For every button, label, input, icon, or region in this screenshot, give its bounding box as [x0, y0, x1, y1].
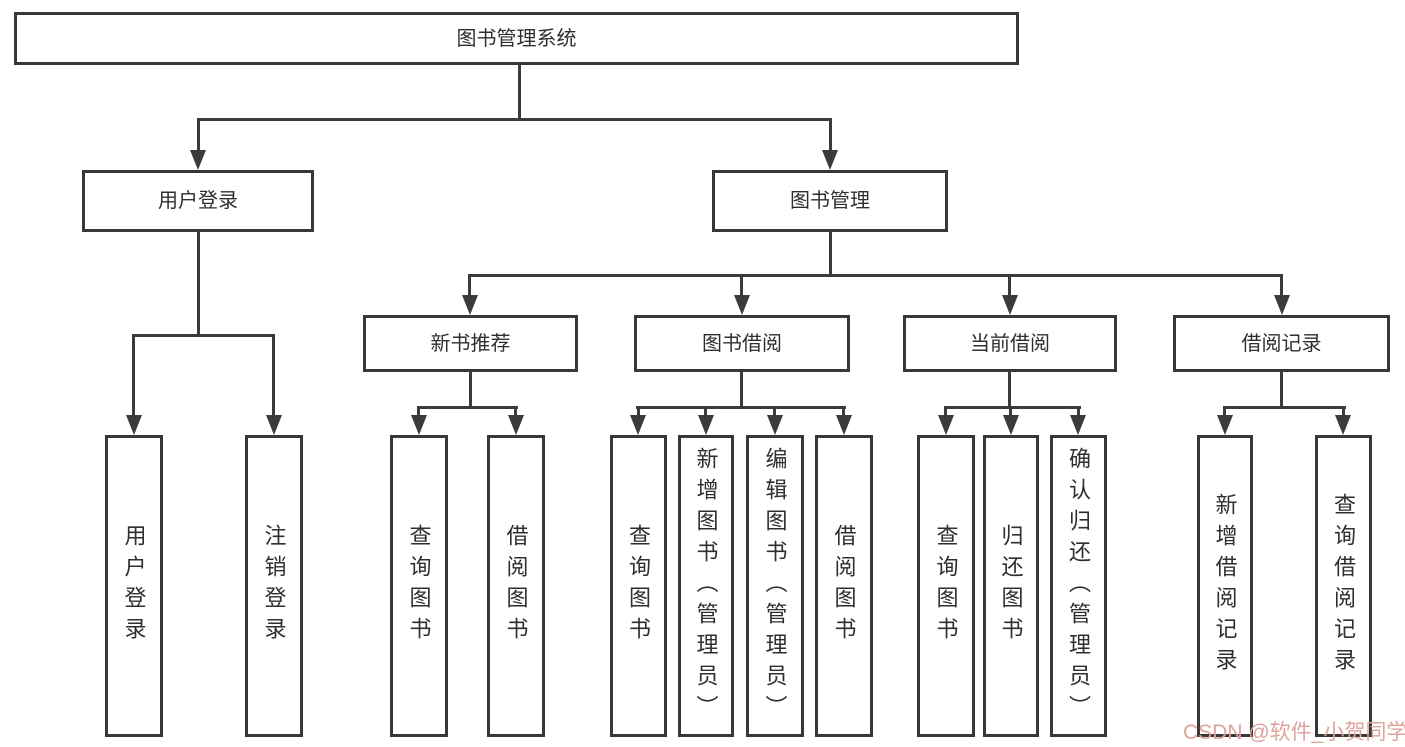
arrowhead-bb-add-books	[698, 415, 714, 435]
arrowhead-book-borrow	[734, 295, 750, 315]
arrowhead-current-borrow	[1002, 295, 1018, 315]
arrowhead-cb-return-books	[1003, 415, 1019, 435]
leaf-user-login-label: 用户登录	[121, 524, 147, 648]
leaf-bb-edit-books-admin: 编辑图书（管理员）	[746, 435, 804, 737]
leaf-nb-borrow-books-label: 借阅图书	[503, 524, 529, 648]
edge-newbook-drop-2	[514, 406, 517, 418]
leaf-br-add-record-label: 新增借阅记录	[1212, 493, 1238, 679]
arrowhead-cb-confirm-return	[1070, 415, 1086, 435]
edge-borrowrecord-bar	[1223, 406, 1346, 409]
edge-newbook-stem	[469, 372, 472, 409]
edge-bookborrow-drop-1	[637, 406, 640, 418]
edge-borrowrecord-stem	[1280, 372, 1283, 409]
node-new-book-recommend-label: 新书推荐	[430, 332, 511, 355]
node-book-mgmt-label: 图书管理	[790, 190, 870, 212]
edge-root-stem	[518, 65, 521, 121]
edge-root-bar	[197, 118, 832, 121]
arrowhead-bb-edit-books	[767, 415, 783, 435]
node-root: 图书管理系统	[14, 12, 1019, 65]
node-borrow-record-label: 借阅记录	[1241, 332, 1322, 355]
edge-userlogin-stem	[197, 232, 200, 337]
leaf-cb-confirm-return-admin: 确认归还（管理员）	[1050, 435, 1107, 737]
edge-borrowrecord-drop-1	[1223, 406, 1226, 418]
leaf-user-login: 用户登录	[105, 435, 163, 737]
leaf-cb-return-books-label: 归还图书	[998, 524, 1024, 648]
leaf-bb-add-books-admin-label: 新增图书（管理员）	[693, 446, 719, 726]
arrowhead-leaf-logout	[266, 415, 282, 435]
edge-bookborrow-bar	[636, 406, 846, 409]
arrowhead-br-query-record	[1335, 415, 1351, 435]
edge-userlogin-drop-1	[132, 334, 135, 417]
leaf-cb-confirm-return-admin-label: 确认归还（管理员）	[1066, 446, 1092, 726]
edge-bookmgmt-stem	[829, 232, 832, 277]
edge-userlogin-bar	[132, 334, 275, 337]
edge-bookborrow-drop-4	[842, 406, 845, 418]
edge-currentborrow-drop-2	[1009, 406, 1012, 418]
leaf-br-query-record: 查询借阅记录	[1315, 435, 1372, 737]
edge-root-drop-book-mgmt	[829, 118, 832, 152]
arrowhead-nb-query-books	[411, 415, 427, 435]
arrowhead-nb-borrow-books	[508, 415, 524, 435]
arrowhead-new-book-recommend	[462, 295, 478, 315]
leaf-cb-query-books: 查询图书	[917, 435, 975, 737]
leaf-cb-query-books-label: 查询图书	[933, 524, 959, 648]
leaf-cb-return-books: 归还图书	[983, 435, 1039, 737]
arrowhead-borrow-record	[1274, 295, 1290, 315]
leaf-nb-query-books: 查询图书	[390, 435, 448, 737]
edge-currentborrow-bar	[944, 406, 1081, 409]
leaf-logout: 注销登录	[245, 435, 303, 737]
arrowhead-bb-query-books	[630, 415, 646, 435]
node-user-login-label: 用户登录	[158, 190, 238, 212]
edge-bookmgmt-drop-4	[1280, 274, 1283, 298]
arrowhead-bb-borrow-books	[836, 415, 852, 435]
node-current-borrow-label: 当前借阅	[970, 332, 1050, 355]
leaf-br-query-record-label: 查询借阅记录	[1331, 493, 1357, 679]
arrowhead-leaf-user-login	[126, 415, 142, 435]
edge-borrowrecord-drop-2	[1342, 406, 1345, 418]
leaf-nb-query-books-label: 查询图书	[406, 524, 432, 648]
node-borrow-record: 借阅记录	[1173, 315, 1390, 372]
edge-currentborrow-stem	[1008, 372, 1011, 409]
leaf-bb-borrow-books-label: 借阅图书	[831, 524, 857, 648]
edge-bookmgmt-drop-1	[468, 274, 471, 298]
edge-root-drop-user-login	[197, 118, 200, 152]
node-book-mgmt: 图书管理	[712, 170, 948, 232]
leaf-bb-borrow-books: 借阅图书	[815, 435, 873, 737]
node-new-book-recommend: 新书推荐	[363, 315, 578, 372]
edge-bookborrow-drop-2	[704, 406, 707, 418]
csdn-watermark: CSDN @软件_小贺同学	[1183, 721, 1405, 744]
arrowhead-cb-query-books	[938, 415, 954, 435]
arrowhead-user-login	[190, 150, 206, 170]
edge-userlogin-drop-2	[272, 334, 275, 417]
edge-newbook-drop-1	[417, 406, 420, 418]
leaf-nb-borrow-books: 借阅图书	[487, 435, 545, 737]
node-current-borrow: 当前借阅	[903, 315, 1117, 372]
edge-currentborrow-drop-1	[944, 406, 947, 418]
leaf-bb-query-books: 查询图书	[610, 435, 667, 737]
node-book-borrow: 图书借阅	[634, 315, 850, 372]
arrowhead-book-mgmt	[822, 150, 838, 170]
leaf-bb-add-books-admin: 新增图书（管理员）	[678, 435, 734, 737]
edge-bookmgmt-drop-2	[740, 274, 743, 298]
edge-bookborrow-drop-3	[773, 406, 776, 418]
edge-currentborrow-drop-3	[1077, 406, 1080, 418]
edge-newbook-bar	[417, 406, 518, 409]
leaf-br-add-record: 新增借阅记录	[1197, 435, 1253, 737]
leaf-logout-label: 注销登录	[261, 524, 287, 648]
arrowhead-br-add-record	[1217, 415, 1233, 435]
leaf-bb-query-books-label: 查询图书	[626, 524, 652, 648]
node-root-label: 图书管理系统	[456, 27, 577, 50]
edge-bookmgmt-drop-3	[1008, 274, 1011, 298]
node-user-login: 用户登录	[82, 170, 314, 232]
leaf-bb-edit-books-admin-label: 编辑图书（管理员）	[762, 446, 788, 726]
edge-bookmgmt-bar	[468, 274, 1282, 277]
edge-bookborrow-stem	[740, 372, 743, 409]
node-book-borrow-label: 图书借阅	[702, 332, 782, 355]
